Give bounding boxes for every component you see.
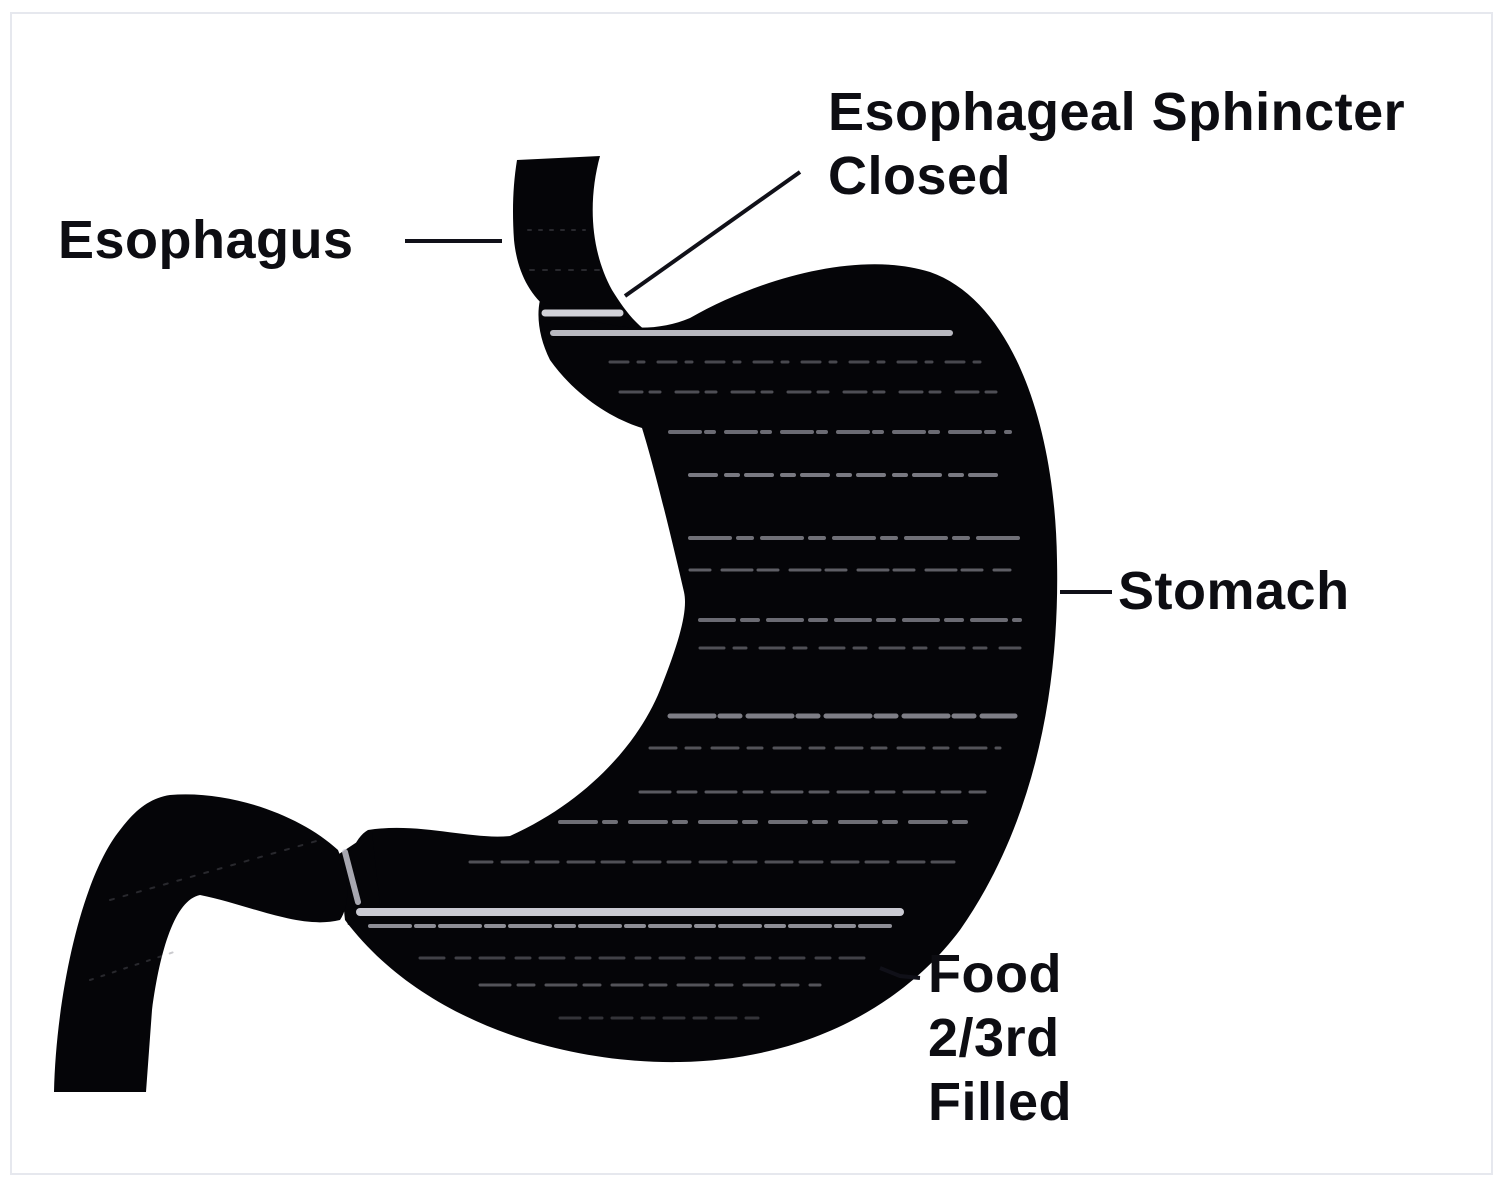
organ-silhouette xyxy=(54,156,1057,1092)
sphincter-label-line1: Esophageal Sphincter xyxy=(828,80,1405,144)
esophagus-label-text: Esophagus xyxy=(58,208,354,272)
sphincter-leader-line xyxy=(625,172,800,296)
food-label-line1: Food xyxy=(928,942,1072,1006)
food-label-line3: Filled xyxy=(928,1070,1072,1134)
esophagus-shape xyxy=(513,156,645,331)
stomach-label-text: Stomach xyxy=(1118,559,1350,623)
sphincter-label-line2: Closed xyxy=(828,144,1405,208)
sphincter-label: Esophageal Sphincter Closed xyxy=(828,80,1405,208)
stomach-label: Stomach xyxy=(1118,559,1350,623)
food-label: Food 2/3rd Filled xyxy=(928,942,1072,1134)
food-label-line2: 2/3rd xyxy=(928,1006,1072,1070)
duodenum-shape xyxy=(54,794,347,1092)
esophagus-label: Esophagus xyxy=(58,208,354,272)
